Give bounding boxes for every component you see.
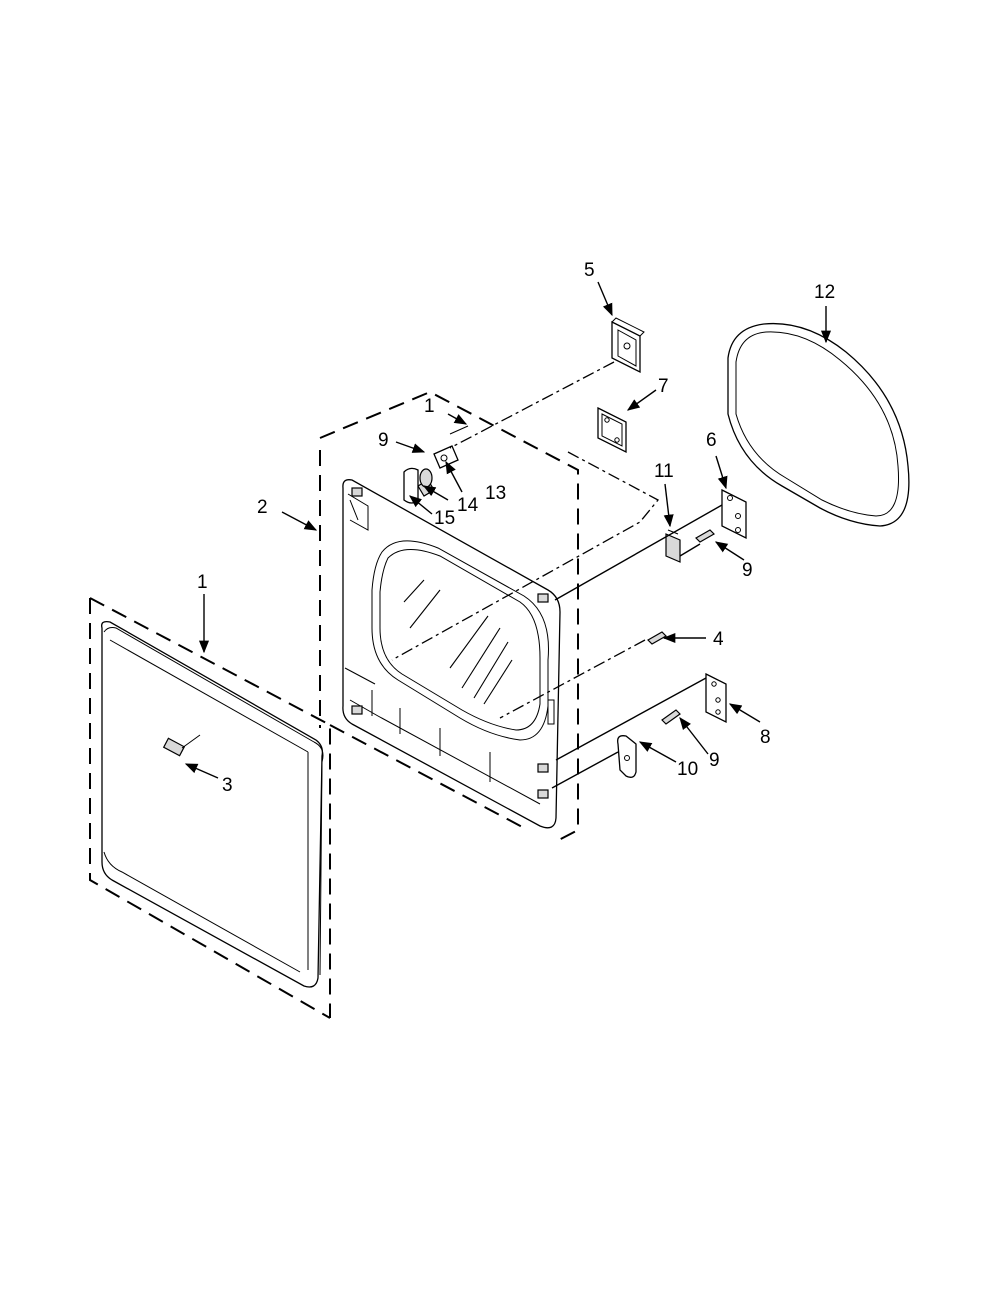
callout-9b: 9 <box>742 560 753 581</box>
assembly-lines <box>391 361 723 789</box>
hinge-bracket-top <box>611 317 645 374</box>
callout-4: 4 <box>713 629 724 650</box>
callout-arrows <box>184 281 832 779</box>
callout-3: 3 <box>222 775 233 796</box>
callout-2: 2 <box>257 497 268 518</box>
callout-11: 10 <box>677 759 698 780</box>
hinge-bracket-right <box>721 488 747 540</box>
callout-8: 8 <box>760 727 771 748</box>
callout-15: 15 <box>434 508 455 529</box>
inner-door-assembly <box>319 390 579 843</box>
callout-7: 7 <box>658 376 669 397</box>
hinge-plate-lower <box>705 672 727 724</box>
hinge-plate <box>597 406 627 454</box>
callout-13: 13 <box>485 483 506 504</box>
callout-14: 14 <box>457 495 479 516</box>
outer-door-assembly <box>89 597 331 1019</box>
door-seal <box>727 322 910 527</box>
latch-assembly <box>403 425 469 504</box>
callout-9c: 9 <box>709 750 720 771</box>
callout-1b: 1 <box>197 572 208 593</box>
hinge-pin <box>665 529 681 563</box>
callout-10: 11 <box>654 461 674 482</box>
callout-12: 12 <box>814 282 835 303</box>
callout-labels: 5 12 7 1 9 2 13 14 15 6 11 9 4 8 9 10 1 … <box>197 260 835 796</box>
callout-9a: 9 <box>378 430 389 451</box>
callout-1a: 1 <box>424 396 435 417</box>
callout-5: 5 <box>584 260 595 281</box>
callout-6: 6 <box>706 430 717 451</box>
hinge-lower <box>617 735 637 778</box>
